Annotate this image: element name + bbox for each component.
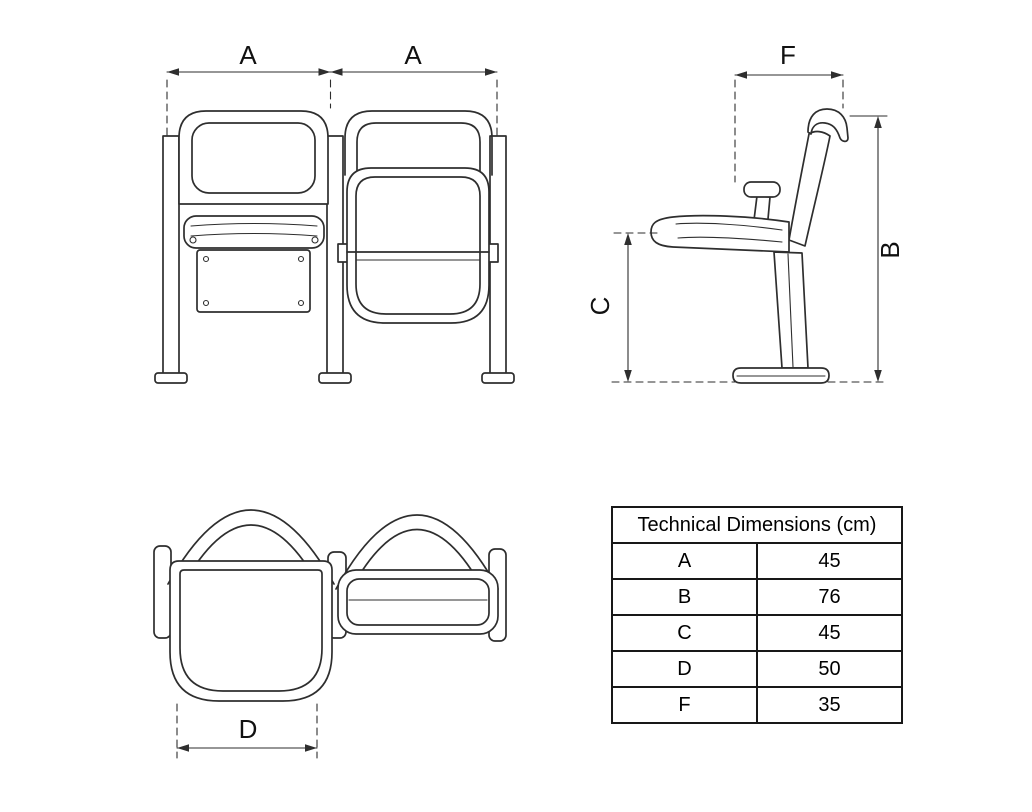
dim-label-d: D bbox=[239, 714, 258, 744]
technical-dimensions-table: Technical Dimensions (cm) A 45 B 76 C 45… bbox=[611, 506, 903, 724]
folded-seat-top-inner bbox=[346, 578, 490, 626]
dim-value-cell: 35 bbox=[756, 686, 903, 724]
side-view: F bbox=[585, 40, 905, 384]
top-right-seat-folded bbox=[335, 514, 499, 635]
dimension-a-left: A bbox=[166, 40, 332, 137]
front-view: A A bbox=[154, 40, 515, 384]
post-foot bbox=[318, 372, 352, 384]
backrest-outline bbox=[344, 110, 493, 176]
dim-label-a-left: A bbox=[239, 40, 257, 70]
side-chair-profile bbox=[650, 108, 849, 384]
dim-letter-cell: B bbox=[611, 578, 758, 616]
seat-cushion-outline bbox=[346, 167, 490, 324]
dimension-b: B bbox=[849, 115, 905, 382]
seat-edge-line bbox=[190, 232, 318, 237]
table-row: F 35 bbox=[611, 686, 903, 724]
table-row: C 45 bbox=[611, 614, 903, 652]
seat-edge-line bbox=[190, 222, 318, 227]
seat-underside-panel bbox=[196, 249, 311, 313]
dimension-d: D bbox=[176, 703, 318, 759]
table-row: B 76 bbox=[611, 578, 903, 616]
dim-letter-cell: F bbox=[611, 686, 758, 724]
arrowhead-right bbox=[318, 68, 331, 76]
arrowhead-left bbox=[177, 744, 189, 752]
pivot-bolt bbox=[189, 236, 197, 244]
folded-seat-edge bbox=[183, 215, 325, 249]
backrest-band-inner bbox=[349, 528, 485, 592]
screw bbox=[202, 299, 210, 307]
armrest-bracket bbox=[153, 545, 172, 639]
dimension-c: C bbox=[585, 232, 659, 382]
arrowhead-down bbox=[624, 370, 632, 382]
arrowhead-up bbox=[624, 233, 632, 245]
dim-label-f: F bbox=[780, 40, 796, 70]
seat-cushion-line bbox=[677, 236, 783, 243]
dim-label-c: C bbox=[585, 297, 615, 316]
arrowhead-up bbox=[874, 116, 882, 128]
dim-value-cell: 45 bbox=[756, 542, 903, 580]
seat-cushion-top-outer bbox=[169, 560, 333, 702]
dim-letter-cell: D bbox=[611, 650, 758, 688]
dim-value-cell: 76 bbox=[756, 578, 903, 616]
backrest-band-inner bbox=[181, 524, 321, 588]
headrest-curl bbox=[807, 108, 849, 143]
pedestal-line bbox=[787, 253, 794, 368]
dim-value-cell: 45 bbox=[756, 614, 903, 652]
backrest-outline bbox=[178, 110, 329, 205]
seat-cushion-inner bbox=[355, 176, 481, 315]
backrest-cushion bbox=[191, 122, 316, 194]
arrowhead-right bbox=[831, 71, 843, 79]
folded-seat-top-outer bbox=[337, 569, 499, 635]
post-foot bbox=[154, 372, 188, 384]
table-title: Technical Dimensions (cm) bbox=[611, 506, 903, 544]
arrowhead-right bbox=[485, 68, 497, 76]
screw bbox=[202, 255, 210, 263]
dim-letter-cell: C bbox=[611, 614, 758, 652]
left-seat-folded-up bbox=[178, 110, 329, 313]
pivot-bolt bbox=[311, 236, 319, 244]
backrest-side bbox=[788, 130, 831, 247]
dim-label-b: B bbox=[875, 241, 905, 258]
arrowhead-left bbox=[167, 68, 179, 76]
right-seat-folded-down bbox=[337, 110, 499, 324]
seat-cushion-top-inner bbox=[179, 569, 323, 692]
seat-pan-side bbox=[650, 214, 790, 253]
armrest-pad bbox=[743, 181, 781, 198]
seat-post bbox=[162, 135, 180, 375]
dimension-a-right: A bbox=[329, 40, 498, 137]
screw bbox=[297, 299, 305, 307]
table-row: D 50 bbox=[611, 650, 903, 688]
dim-letter-cell: A bbox=[611, 542, 758, 580]
backrest-cushion bbox=[356, 122, 481, 176]
table-row: A 45 bbox=[611, 542, 903, 580]
arrowhead-down bbox=[874, 370, 882, 382]
arrowhead-left bbox=[735, 71, 747, 79]
post-foot bbox=[481, 372, 515, 384]
dim-value-cell: 50 bbox=[756, 650, 903, 688]
screw bbox=[297, 255, 305, 263]
backrest-band-outer bbox=[167, 509, 335, 585]
top-left-seat-open bbox=[167, 509, 335, 702]
arrowhead-left bbox=[330, 68, 343, 76]
backrest-band-outer bbox=[335, 514, 499, 590]
top-view: D bbox=[153, 509, 507, 759]
table-header-row: Technical Dimensions (cm) bbox=[611, 506, 903, 544]
seat-cushion-line bbox=[675, 222, 783, 231]
arrowhead-right bbox=[305, 744, 317, 752]
dim-label-a-right: A bbox=[404, 40, 422, 70]
dimension-f: F bbox=[734, 40, 844, 183]
